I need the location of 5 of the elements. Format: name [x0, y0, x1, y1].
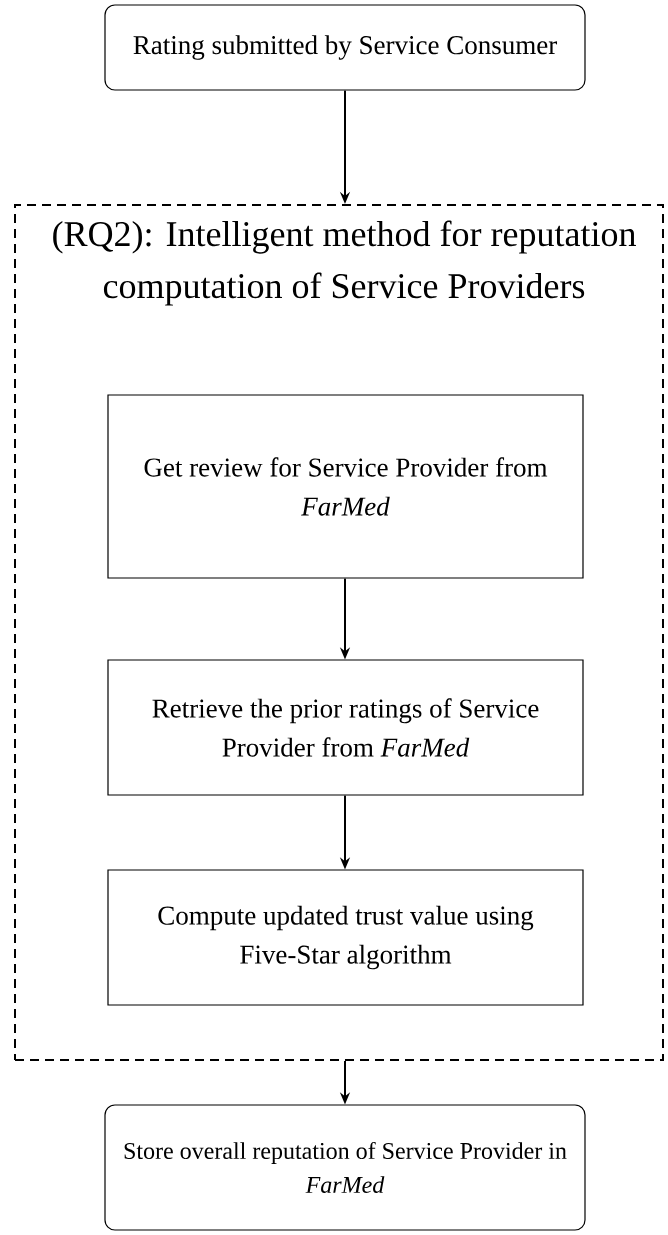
rounded-box: Store overall reputation of Service Provider in FarMed	[104, 1104, 586, 1231]
process-box: Get review for Service Provider from FarMed	[107, 394, 584, 579]
process-box: Retrieve the prior ratings of Service Provider from FarMed	[107, 659, 584, 796]
process-box: Compute updated trust value using Five-Star algorithm	[107, 869, 584, 1006]
rounded-box: Rating submitted by Service Consumer	[104, 4, 586, 91]
